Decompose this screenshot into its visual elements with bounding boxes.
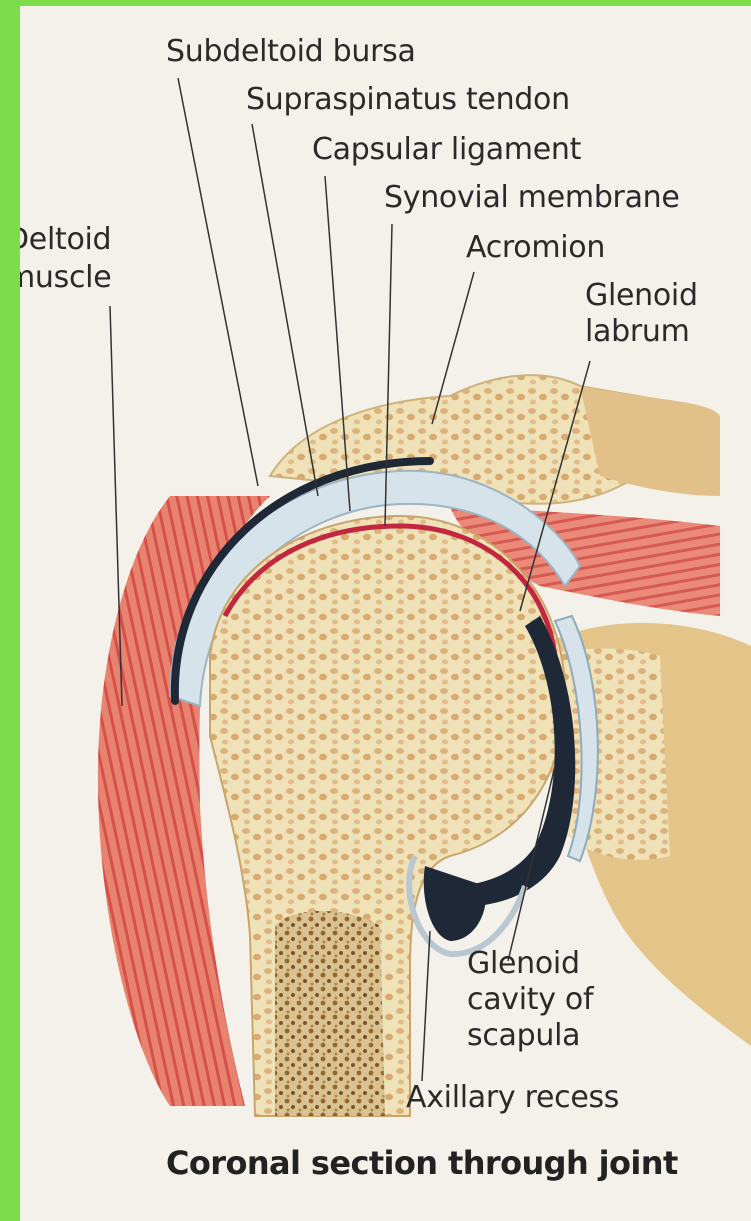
label-acromion: Acromion — [466, 230, 605, 266]
label-supraspinatus-tendon: Supraspinatus tendon — [246, 82, 570, 118]
label-axillary-recess: Axillary recess — [406, 1080, 619, 1116]
figure-caption: Coronal section through joint — [166, 1144, 678, 1182]
label-glenoid-cavity-3: scapula — [467, 1018, 580, 1054]
label-subdeltoid-bursa: Subdeltoid bursa — [166, 34, 416, 70]
illustration-page: Subdeltoid bursa Supraspinatus tendon Ca… — [20, 6, 751, 1221]
label-deltoid-2: muscle — [20, 260, 111, 296]
humerus-marrow — [275, 911, 385, 1116]
label-capsular-ligament: Capsular ligament — [312, 132, 581, 168]
label-synovial-membrane: Synovial membrane — [384, 180, 680, 216]
label-deltoid-1: Deltoid — [20, 222, 111, 258]
axillary-recess — [424, 866, 486, 941]
label-glenoid-cavity-1: Glenoid — [467, 946, 580, 982]
label-glenoid-labrum-1: Glenoid — [585, 278, 698, 314]
label-glenoid-labrum-2: labrum — [585, 314, 690, 350]
label-glenoid-cavity-2: cavity of — [467, 982, 593, 1018]
